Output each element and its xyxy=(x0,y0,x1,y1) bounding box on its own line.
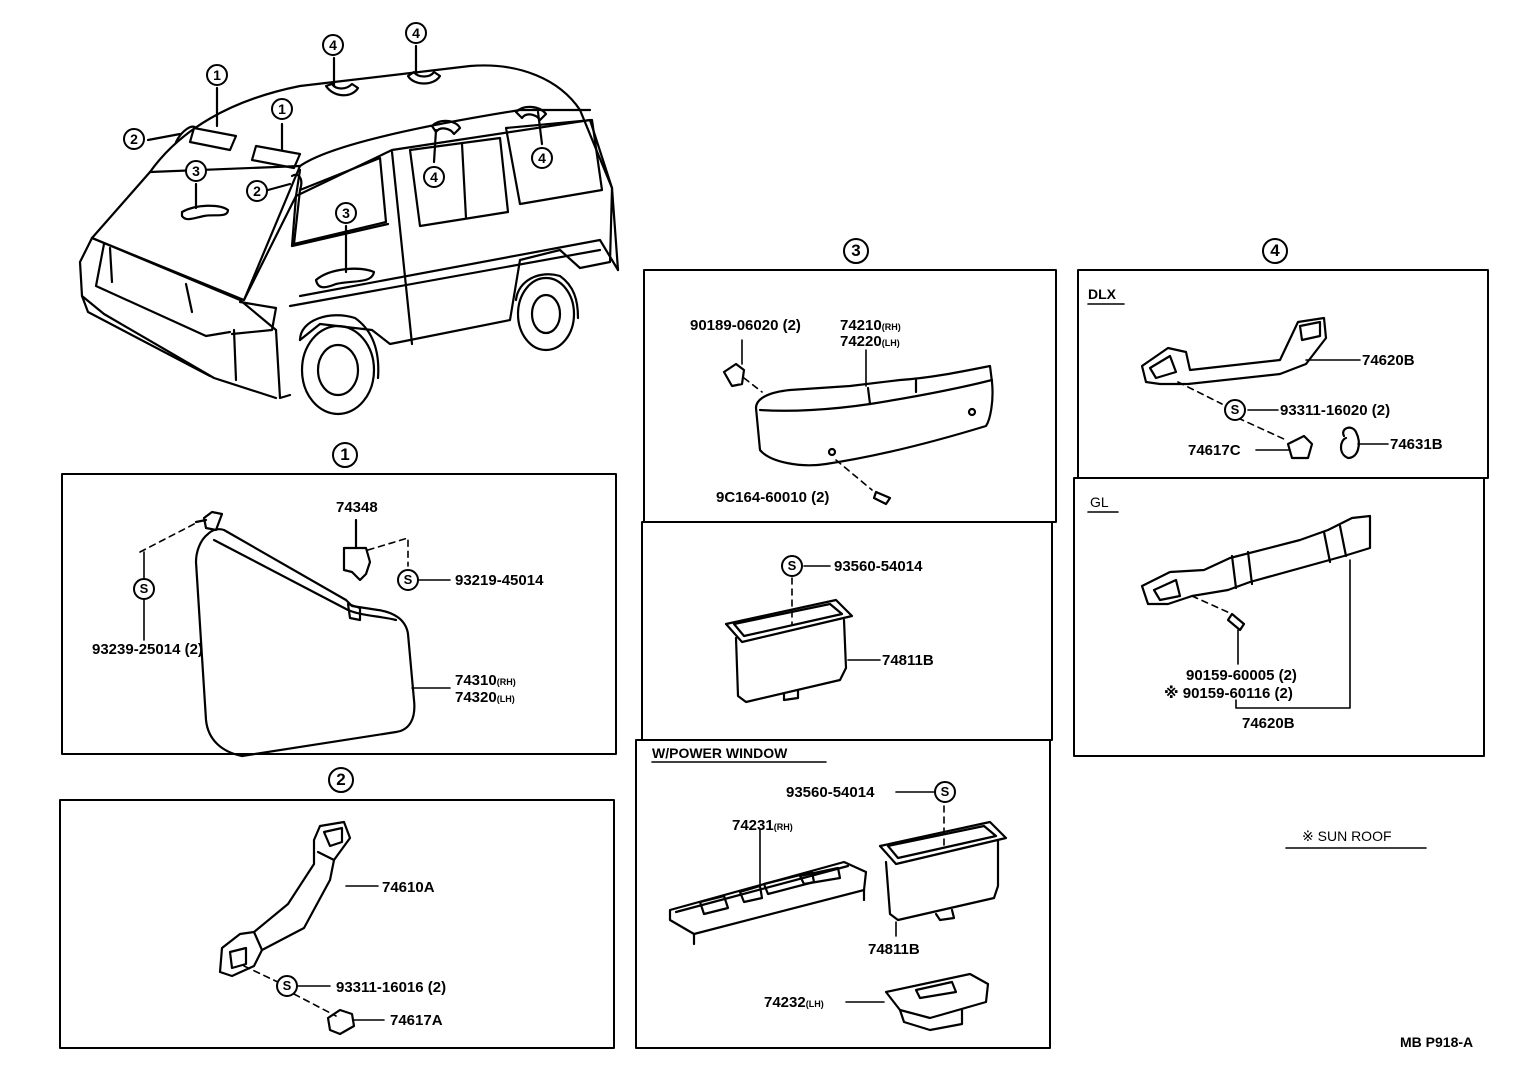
box-section-3-bottom xyxy=(635,739,1051,1049)
switch-74231-drawing xyxy=(668,860,868,946)
part-93311-16020: 93311-16020 (2) xyxy=(1280,402,1391,419)
section1-leaders xyxy=(139,521,451,689)
part-74310-side: (RH) xyxy=(496,677,516,687)
section4-dlx-leaders xyxy=(1177,359,1389,451)
part-74232: 74232(LH) xyxy=(764,995,824,1010)
section-marker-2: 2 xyxy=(328,767,354,793)
section-marker-1: 1 xyxy=(332,442,358,468)
van-callout-1a: 1 xyxy=(206,64,228,86)
section3-top-leaders xyxy=(741,339,873,491)
part-90159-60005: 90159-60005 (2) xyxy=(1186,667,1297,684)
box-section-3-top xyxy=(643,269,1057,523)
part-74631B: 74631B xyxy=(1390,436,1443,453)
part-74811B-b: 74811B xyxy=(868,941,920,958)
part-90159-60116: ※ 90159-60116 (2) xyxy=(1164,685,1293,702)
switch-74232-drawing xyxy=(884,972,990,1032)
screw-marker-s4: S xyxy=(1224,399,1246,421)
van-callout-2a: 2 xyxy=(123,128,145,150)
section4-gl-leaders xyxy=(1191,559,1351,709)
van-callout-2b: 2 xyxy=(246,180,268,202)
part-9C164-60010: 9C164-60010 (2) xyxy=(716,489,830,506)
section2-leaders xyxy=(243,885,385,1021)
part-74231: 74231(RH) xyxy=(732,818,793,833)
section-marker-3: 3 xyxy=(843,238,869,264)
part-74231-side: (RH) xyxy=(773,822,793,832)
part-93239-25014: 93239-25014 (2) xyxy=(92,641,203,658)
part-74320: 74320(LH) xyxy=(455,690,515,705)
ashtray-74811B-a-drawing xyxy=(724,598,854,704)
van-callout-3b: 3 xyxy=(335,202,357,224)
box-section-3-middle xyxy=(641,521,1053,741)
box-section-4-gl xyxy=(1073,477,1485,757)
part-90189-06020: 90189-06020 (2) xyxy=(690,317,801,334)
part-74220: 74220(LH) xyxy=(840,334,900,349)
part-74620B-dlx: 74620B xyxy=(1362,352,1415,369)
part-93560-54014-b: 93560-54014 xyxy=(786,784,875,801)
box-section-1 xyxy=(61,473,617,755)
drawing-code: MB P918-A xyxy=(1400,1034,1474,1050)
part-74310-number: 74310 xyxy=(455,672,497,689)
van-callout-4b: 4 xyxy=(405,22,427,44)
box-section-2 xyxy=(59,799,615,1049)
dlx-title: DLX xyxy=(1088,286,1116,302)
part-74210-number: 74210 xyxy=(840,317,882,334)
van-callout-1b: 1 xyxy=(271,98,293,120)
section3-bottom-leaders xyxy=(759,791,945,1003)
part-74320-side: (LH) xyxy=(496,694,515,704)
part-74210-side: (RH) xyxy=(881,322,901,332)
gl-title: GL xyxy=(1090,494,1109,510)
assist-grip-74210-drawing xyxy=(722,362,994,506)
part-74232-side: (LH) xyxy=(805,999,824,1009)
part-93219-45014: 93219-45014 xyxy=(455,572,544,589)
part-74620B-gl: 74620B xyxy=(1242,715,1295,732)
van-illustration xyxy=(78,44,620,416)
part-74610A: 74610A xyxy=(382,879,435,896)
ashtray-74811B-b-drawing xyxy=(878,820,1008,922)
van-callout-4c: 4 xyxy=(423,166,445,188)
van-callout-4d: 4 xyxy=(531,147,553,169)
assist-grip-74620B-gl-drawing xyxy=(1140,514,1372,632)
screw-marker-s3b: S xyxy=(934,781,956,803)
part-74617A: 74617A xyxy=(390,1012,443,1029)
screw-marker-s1a: S xyxy=(397,569,419,591)
part-74220-number: 74220 xyxy=(840,333,882,350)
sun-visor-drawing xyxy=(194,510,416,758)
screw-marker-s2: S xyxy=(276,975,298,997)
sunroof-legend: ※ SUN ROOF xyxy=(1302,828,1392,844)
part-74220-side: (LH) xyxy=(881,338,900,348)
part-74320-number: 74320 xyxy=(455,689,497,706)
part-74232-number: 74232 xyxy=(764,994,806,1011)
part-74348: 74348 xyxy=(336,499,378,516)
section-marker-4: 4 xyxy=(1262,238,1288,264)
part-74210: 74210(RH) xyxy=(840,318,901,333)
power-window-title: W/POWER WINDOW xyxy=(652,745,788,761)
part-74231-number: 74231 xyxy=(732,817,774,834)
part-93560-54014-a: 93560-54014 xyxy=(834,558,923,575)
van-callout-4a: 4 xyxy=(322,34,344,56)
section3-mid-leaders xyxy=(791,565,881,661)
screw-marker-s1b: S xyxy=(133,578,155,600)
screw-marker-s3a: S xyxy=(781,555,803,577)
assist-grip-74620B-dlx-drawing xyxy=(1140,316,1360,460)
assist-grip-74610A-drawing xyxy=(218,820,356,1036)
part-74811B-a: 74811B xyxy=(882,652,934,669)
part-74310: 74310(RH) xyxy=(455,673,516,688)
part-93311-16016: 93311-16016 (2) xyxy=(336,979,447,996)
part-74617C: 74617C xyxy=(1188,442,1241,459)
van-callout-3a: 3 xyxy=(185,160,207,182)
